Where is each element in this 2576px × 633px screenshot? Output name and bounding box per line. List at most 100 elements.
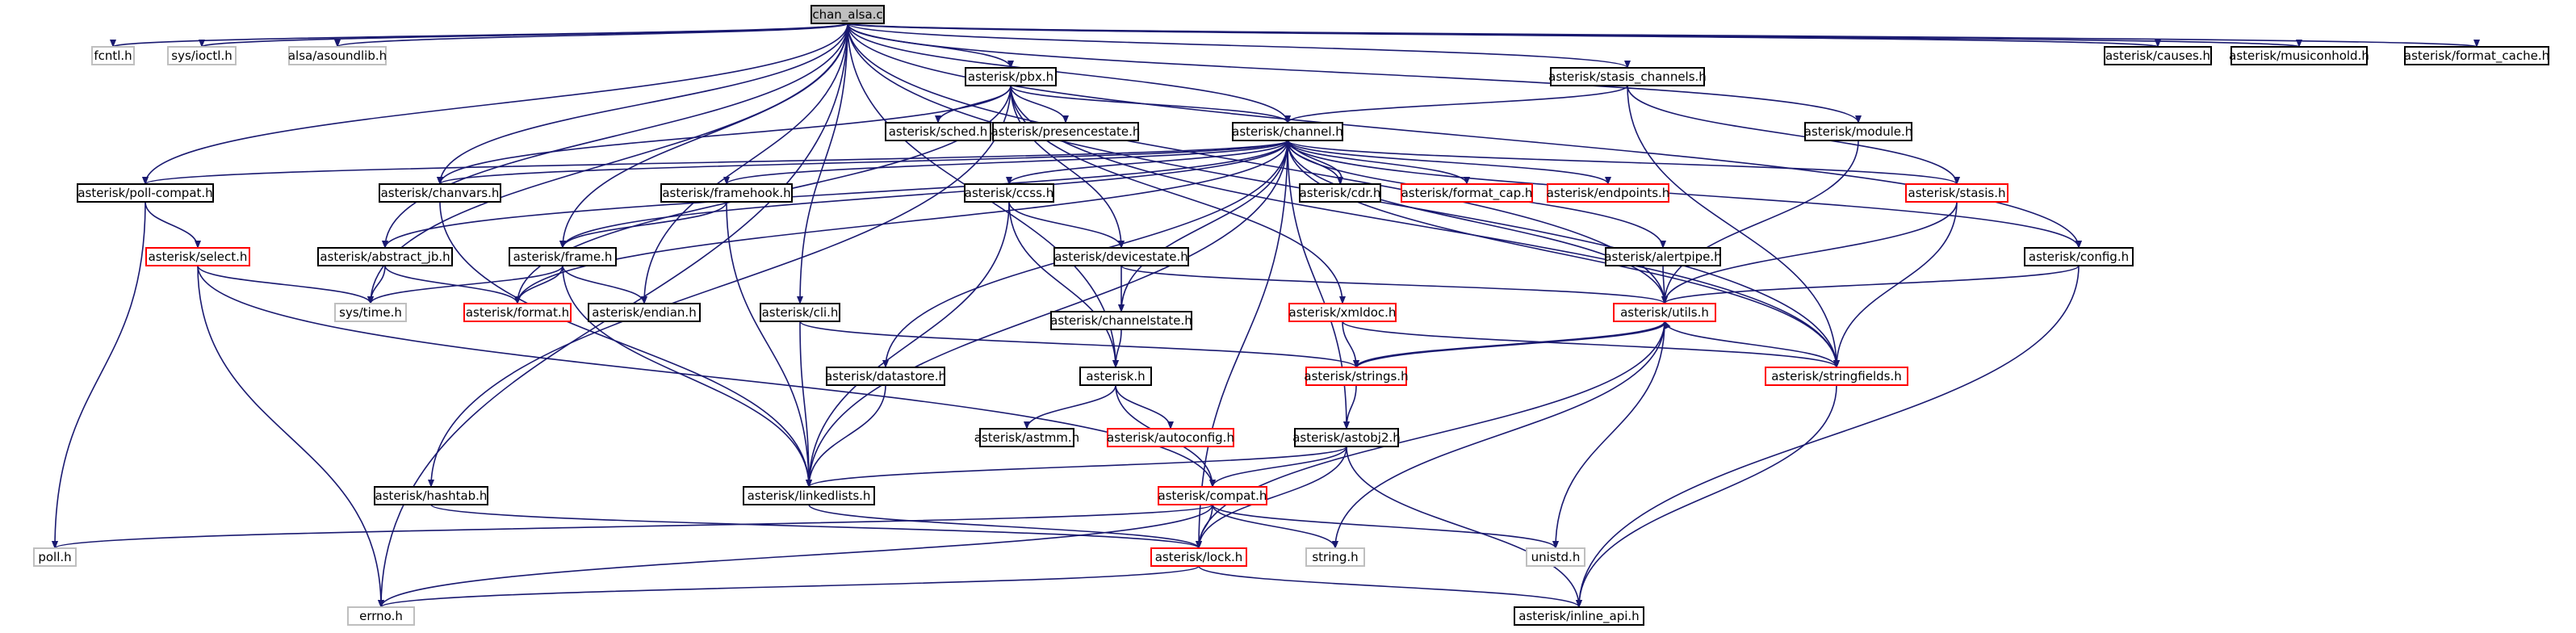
node-select[interactable]: asterisk/select.h — [145, 247, 250, 266]
node-utils[interactable]: asterisk/utils.h — [1613, 303, 1716, 322]
node-label-cdr: asterisk/cdr.h — [1300, 186, 1381, 200]
node-astobj2[interactable]: asterisk/astobj2.h — [1292, 428, 1401, 447]
node-box-datastore — [826, 367, 945, 386]
node-box-poll_compat — [77, 183, 214, 203]
node-endian[interactable]: asterisk/endian.h — [588, 303, 701, 322]
node-label-sys_time: sys/time.h — [339, 305, 402, 320]
node-label-xmldoc: asterisk/xmldoc.h — [1289, 305, 1397, 320]
node-box-fcntl — [91, 46, 135, 65]
node-sched[interactable]: asterisk/sched.h — [885, 122, 991, 141]
edge-devicestate-to-utils — [1120, 265, 1668, 304]
node-format_cache[interactable]: asterisk/format_cache.h — [2404, 46, 2549, 65]
node-asterisk_h[interactable]: asterisk.h — [1079, 367, 1152, 386]
node-poll[interactable]: poll.h — [33, 547, 77, 567]
node-channelstate[interactable]: asterisk/channelstate.h — [1050, 311, 1192, 330]
node-chanvars[interactable]: asterisk/chanvars.h — [379, 183, 501, 203]
node-box-framehook — [660, 183, 793, 203]
node-module[interactable]: asterisk/module.h — [1804, 122, 1913, 141]
node-box-errno — [347, 606, 415, 626]
node-label-compat: asterisk/compat.h — [1158, 488, 1267, 503]
node-pbx[interactable]: asterisk/pbx.h — [965, 67, 1057, 86]
node-presencestate[interactable]: asterisk/presencestate.h — [991, 122, 1141, 141]
node-poll_compat[interactable]: asterisk/poll-compat.h — [77, 183, 214, 203]
node-frame[interactable]: asterisk/frame.h — [509, 247, 617, 266]
node-box-hashtab — [374, 486, 488, 505]
edge-channel-to-utils — [1287, 140, 1668, 304]
node-framehook[interactable]: asterisk/framehook.h — [660, 183, 793, 203]
edge-channel-to-channelstate — [1118, 140, 1288, 312]
node-fcntl[interactable]: fcntl.h — [91, 46, 135, 65]
node-sys_ioctl[interactable]: sys/ioctl.h — [167, 46, 237, 65]
node-label-channelstate: asterisk/channelstate.h — [1050, 313, 1192, 328]
node-box-frame — [509, 247, 617, 266]
node-label-utils: asterisk/utils.h — [1620, 305, 1709, 320]
node-strings[interactable]: asterisk/strings.h — [1304, 367, 1409, 386]
node-format[interactable]: asterisk/format.h — [463, 303, 572, 322]
edge-compat-to-string_h — [1212, 504, 1338, 549]
node-errno[interactable]: errno.h — [347, 606, 415, 626]
node-label-ccss: asterisk/ccss.h — [965, 186, 1053, 200]
node-autoconfig[interactable]: asterisk/autoconfig.h — [1107, 428, 1234, 447]
node-label-format: asterisk/format.h — [466, 305, 569, 320]
node-datastore[interactable]: asterisk/datastore.h — [825, 367, 946, 386]
node-label-inline_api: asterisk/inline_api.h — [1518, 609, 1639, 624]
node-box-sys_time — [334, 303, 407, 322]
node-inline_api[interactable]: asterisk/inline_api.h — [1514, 606, 1644, 626]
node-alertpipe[interactable]: asterisk/alertpipe.h — [1604, 247, 1722, 266]
edge-chan_alsa-to-poll_compat — [142, 23, 848, 185]
node-musiconhold[interactable]: asterisk/musiconhold.h — [2229, 46, 2369, 65]
node-label-string_h: string.h — [1312, 550, 1358, 564]
edge-astobj2-to-lock — [1196, 446, 1347, 549]
edge-chan_alsa-to-abstract_jb — [382, 23, 848, 249]
node-cdr[interactable]: asterisk/cdr.h — [1299, 183, 1381, 203]
edge-channel-to-linkedlists — [806, 140, 1288, 488]
edge-channel-to-lock — [1196, 140, 1288, 549]
node-chan_alsa[interactable]: chan_alsa.c — [810, 5, 885, 24]
node-compat[interactable]: asterisk/compat.h — [1158, 486, 1267, 505]
edge-abstract_jb-to-format — [384, 265, 521, 304]
node-ccss[interactable]: asterisk/ccss.h — [964, 183, 1054, 203]
node-stasis_channels[interactable]: asterisk/stasis_channels.h — [1548, 67, 1707, 86]
edge-poll_compat-to-select — [145, 201, 201, 249]
node-label-unistd: unistd.h — [1531, 550, 1581, 564]
edge-select-to-sys_time — [197, 265, 374, 304]
node-sys_time[interactable]: sys/time.h — [334, 303, 407, 322]
node-label-causes: asterisk/causes.h — [2105, 48, 2210, 63]
edge-config-to-inline_api — [1576, 265, 2080, 608]
node-cli[interactable]: asterisk/cli.h — [760, 303, 840, 322]
node-box-linkedlists — [743, 486, 875, 505]
edge-astobj2-to-inline_api — [1346, 446, 1582, 608]
node-endpoints[interactable]: asterisk/endpoints.h — [1547, 183, 1670, 203]
node-config[interactable]: asterisk/config.h — [2024, 247, 2134, 266]
node-hashtab[interactable]: asterisk/hashtab.h — [374, 486, 488, 505]
node-label-endian: asterisk/endian.h — [592, 305, 696, 320]
node-box-select — [145, 247, 250, 266]
node-channel[interactable]: asterisk/channel.h — [1232, 122, 1343, 141]
node-devicestate[interactable]: asterisk/devicestate.h — [1053, 247, 1189, 266]
edge-utils-to-lock — [1196, 321, 1665, 549]
node-label-astobj2: asterisk/astobj2.h — [1292, 430, 1401, 445]
node-causes[interactable]: asterisk/causes.h — [2104, 46, 2212, 65]
node-stasis[interactable]: asterisk/stasis.h — [1905, 183, 2008, 203]
edge-chan_alsa-to-stasis_channels — [847, 23, 1631, 69]
node-string_h[interactable]: string.h — [1305, 547, 1365, 567]
node-label-datastore: asterisk/datastore.h — [825, 369, 946, 384]
node-lock[interactable]: asterisk/lock.h — [1150, 547, 1247, 567]
node-box-sched — [885, 122, 991, 141]
node-label-stasis: asterisk/stasis.h — [1908, 186, 2006, 200]
edge-stringfields-to-inline_api — [1576, 384, 1837, 608]
node-label-frame: asterisk/frame.h — [513, 249, 613, 264]
node-box-asterisk_h — [1079, 367, 1152, 386]
edge-stasis_channels-to-stringfields — [1627, 85, 1840, 368]
node-abstract_jb[interactable]: asterisk/abstract_jb.h — [317, 247, 453, 266]
node-astmm[interactable]: asterisk/astmm.h — [974, 428, 1079, 447]
node-box-compat — [1158, 486, 1267, 505]
node-stringfields[interactable]: asterisk/stringfields.h — [1765, 367, 1908, 386]
edge-cli-to-linkedlists — [799, 321, 812, 488]
node-unistd[interactable]: unistd.h — [1526, 547, 1585, 567]
node-xmldoc[interactable]: asterisk/xmldoc.h — [1288, 303, 1397, 322]
node-linkedlists[interactable]: asterisk/linkedlists.h — [743, 486, 875, 505]
node-alsa[interactable]: alsa/asoundlib.h — [288, 46, 387, 65]
node-format_cap[interactable]: asterisk/format_cap.h — [1401, 183, 1533, 203]
